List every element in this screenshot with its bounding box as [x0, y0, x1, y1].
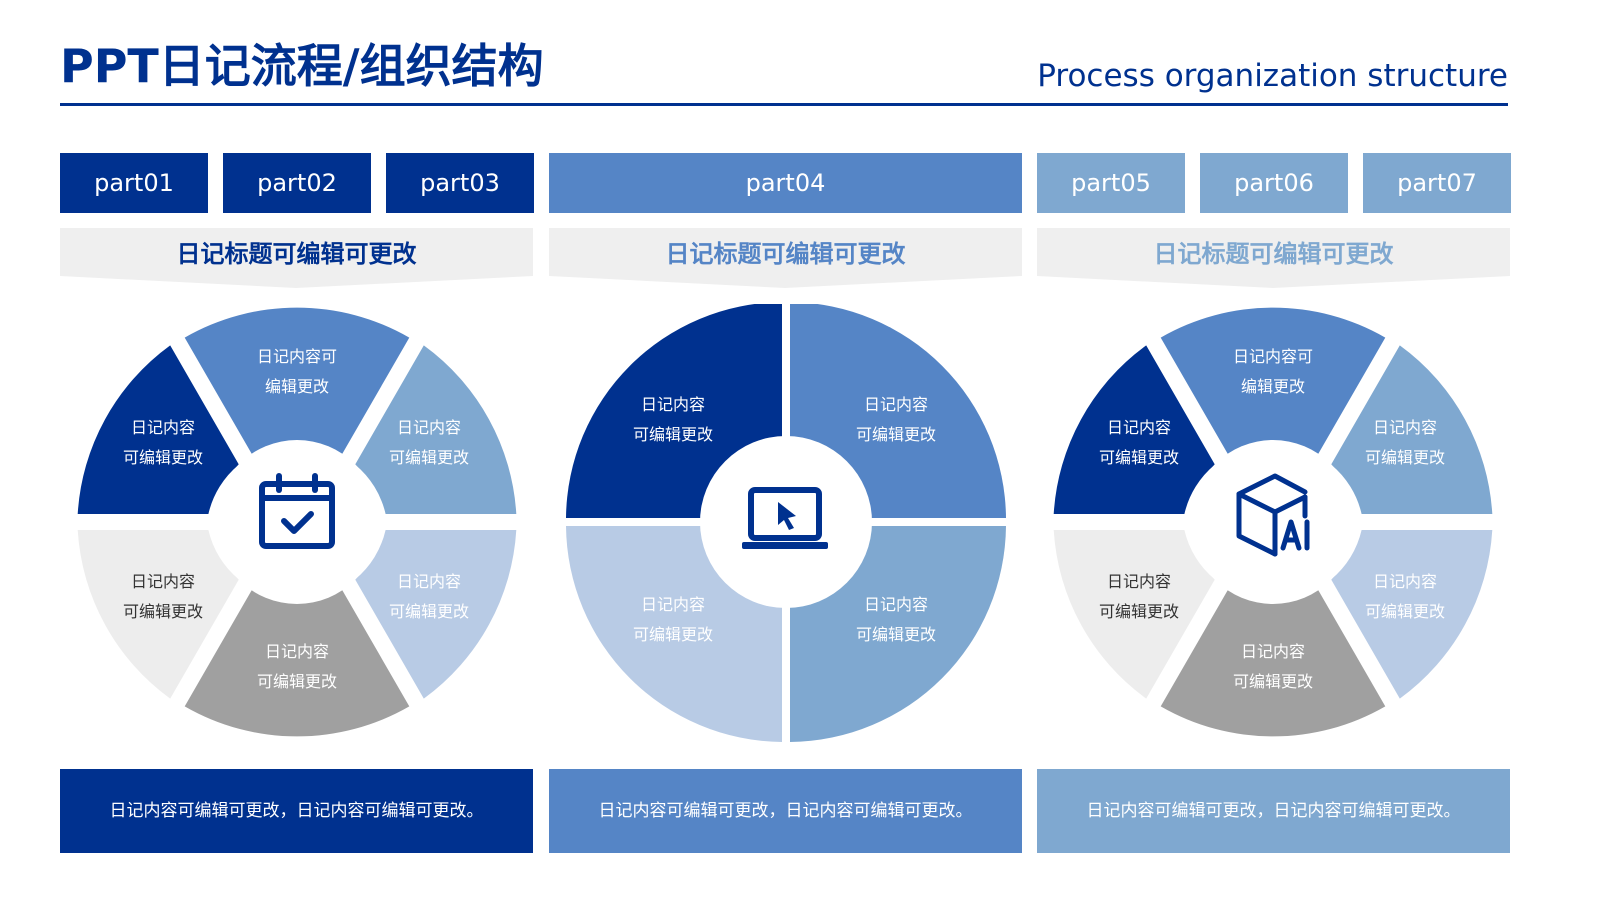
- section-3-banner: 日记标题可编辑可更改: [1037, 228, 1510, 290]
- tab-part01[interactable]: part01: [60, 153, 208, 213]
- segment-upper-left[interactable]: [1053, 345, 1215, 514]
- laptop-cursor-icon: [742, 487, 828, 549]
- section-1-title: 日记标题可编辑可更改: [176, 240, 417, 268]
- tab-part03[interactable]: part03: [386, 153, 534, 213]
- quadrant-top-right-label: 日记内容可编辑更改: [855, 395, 936, 444]
- banner-shape: [549, 228, 1022, 288]
- header-divider: [60, 103, 1508, 106]
- tab-part05[interactable]: part05: [1037, 153, 1185, 213]
- tab-part04[interactable]: part04: [549, 153, 1022, 213]
- segment-lower-left-label: 日记内容可编辑更改: [122, 572, 203, 621]
- segment-lower-right-label: 日记内容可编辑更改: [1364, 572, 1445, 621]
- section-1-banner: 日记标题可编辑可更改: [60, 228, 533, 290]
- segment-top-label: 日记内容可编辑更改: [1232, 347, 1313, 396]
- section-1-footer: 日记内容可编辑可更改，日记内容可编辑可更改。: [60, 769, 533, 853]
- section-3-title: 日记标题可编辑可更改: [1153, 240, 1394, 268]
- segment-upper-right[interactable]: [1331, 345, 1493, 514]
- section-3-footer: 日记内容可编辑可更改，日记内容可编辑可更改。: [1037, 769, 1510, 853]
- segment-lower-left-label: 日记内容可编辑更改: [1098, 572, 1179, 621]
- segment-top[interactable]: [1160, 307, 1386, 457]
- segment-upper-right[interactable]: [355, 345, 517, 514]
- segment-lower-right[interactable]: [1331, 530, 1493, 699]
- segment-upper-left-label: 日记内容可编辑更改: [1098, 418, 1179, 467]
- tab-part02[interactable]: part02: [223, 153, 371, 213]
- segment-lower-left[interactable]: [1053, 530, 1215, 699]
- segment-top-label: 日记内容可编辑更改: [256, 347, 337, 396]
- quadrant-bottom-right-label: 日记内容可编辑更改: [855, 595, 936, 644]
- segment-bottom-label: 日记内容可编辑更改: [256, 642, 337, 691]
- segment-bottom[interactable]: [184, 587, 410, 737]
- segment-lower-right[interactable]: [355, 530, 517, 699]
- section-2-footer: 日记内容可编辑可更改，日记内容可编辑可更改。: [549, 769, 1022, 853]
- segment-top[interactable]: [184, 307, 410, 457]
- calendar-check-icon: [259, 473, 335, 549]
- ai-cube-icon: [1236, 473, 1310, 557]
- section-2-title: 日记标题可编辑可更改: [665, 240, 906, 268]
- banner-shape: [1037, 228, 1510, 288]
- segment-bottom[interactable]: [1160, 587, 1386, 737]
- segment-upper-right-label: 日记内容可编辑更改: [388, 418, 469, 467]
- quadrant-top-left-label: 日记内容可编辑更改: [632, 395, 713, 444]
- tab-part07[interactable]: part07: [1363, 153, 1511, 213]
- segment-upper-right-label: 日记内容可编辑更改: [1364, 418, 1445, 467]
- segment-upper-left-label: 日记内容可编辑更改: [122, 418, 203, 467]
- tab-part06[interactable]: part06: [1200, 153, 1348, 213]
- segment-lower-left[interactable]: [77, 530, 239, 699]
- segment-lower-right-label: 日记内容可编辑更改: [388, 572, 469, 621]
- section-1-wheel: 日记内容可编辑更改 日记内容可编辑更改 日记内容可编辑更改 日记内容可编辑更改 …: [67, 304, 527, 764]
- page-title: PPT日记流程/组织结构: [60, 39, 544, 93]
- banner-shape: [60, 228, 533, 288]
- segment-bottom-label: 日记内容可编辑更改: [1232, 642, 1313, 691]
- page-subtitle: Process organization structure: [1037, 58, 1508, 94]
- segment-upper-left[interactable]: [77, 345, 239, 514]
- section-2-banner: 日记标题可编辑可更改: [549, 228, 1022, 290]
- section-2-wheel: 日记内容可编辑更改 日记内容可编辑更改 日记内容可编辑更改 日记内容可编辑更改: [556, 304, 1016, 764]
- section-3-wheel: 日记内容可编辑更改 日记内容可编辑更改 日记内容可编辑更改 日记内容可编辑更改 …: [1043, 304, 1503, 764]
- quadrant-bottom-left-label: 日记内容可编辑更改: [632, 595, 713, 644]
